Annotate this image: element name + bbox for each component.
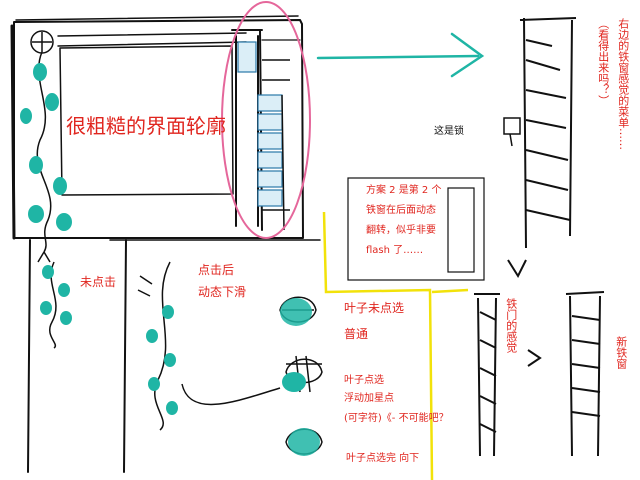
label-iron-door: 铁门的感觉 — [504, 298, 518, 353]
label-not-clicked: 未点击 — [80, 275, 117, 289]
label-plan2-1: 方案 2 是第 2 个 — [366, 185, 442, 196]
highlight-ellipse — [221, 1, 311, 239]
vine-main-leaves — [20, 63, 72, 231]
vine-after-click — [137, 261, 171, 431]
label-leaf-selected-2: 浮动加星点 — [344, 393, 394, 404]
label-plan2-4: flash 了…… — [366, 245, 424, 256]
vine-main — [36, 51, 52, 263]
label-right-menu-1: 右边的铁窗感觉的菜单…… — [616, 18, 630, 150]
ui-content-box — [59, 45, 234, 196]
lock-sketch — [30, 30, 54, 54]
transition-arrow — [316, 32, 485, 78]
iron-door — [474, 293, 500, 457]
lock-icon-right — [503, 117, 521, 147]
label-plan2-2: 铁窗在后面动态 — [366, 205, 436, 216]
label-plan2-3: 翻转，似乎非要 — [366, 225, 436, 236]
vine-not-clicked — [49, 261, 57, 349]
ui-top-bar — [57, 32, 247, 47]
label-leaf-done: 叶子点选完 向下 — [346, 453, 420, 464]
label-after-click-1: 点击后 — [198, 263, 235, 277]
label-right-menu-2: （看得出来吗？） — [596, 18, 610, 106]
label-leaf-selected-3: (可字符)《- 不可能吧？ — [344, 413, 449, 424]
new-iron-window — [565, 291, 605, 457]
label-after-click-2: 动态下滑 — [198, 285, 247, 299]
label-leaf-unselected-2: 普通 — [344, 327, 369, 341]
label-rough-outline: 很粗糙的界面轮廓 — [66, 114, 226, 138]
ui-iron-window — [231, 29, 263, 231]
label-this-is-lock: 这是锁 — [434, 126, 464, 137]
right-iron-window — [519, 17, 577, 249]
plan2-box — [347, 177, 485, 281]
label-leaf-selected-1: 叶子点选 — [344, 375, 384, 386]
ui-menu-panels — [237, 41, 283, 207]
label-new-window: 新铁窗 — [614, 336, 628, 369]
yellow-connector — [322, 211, 469, 480]
label-leaf-unselected-1: 叶子未点选 — [344, 301, 405, 315]
